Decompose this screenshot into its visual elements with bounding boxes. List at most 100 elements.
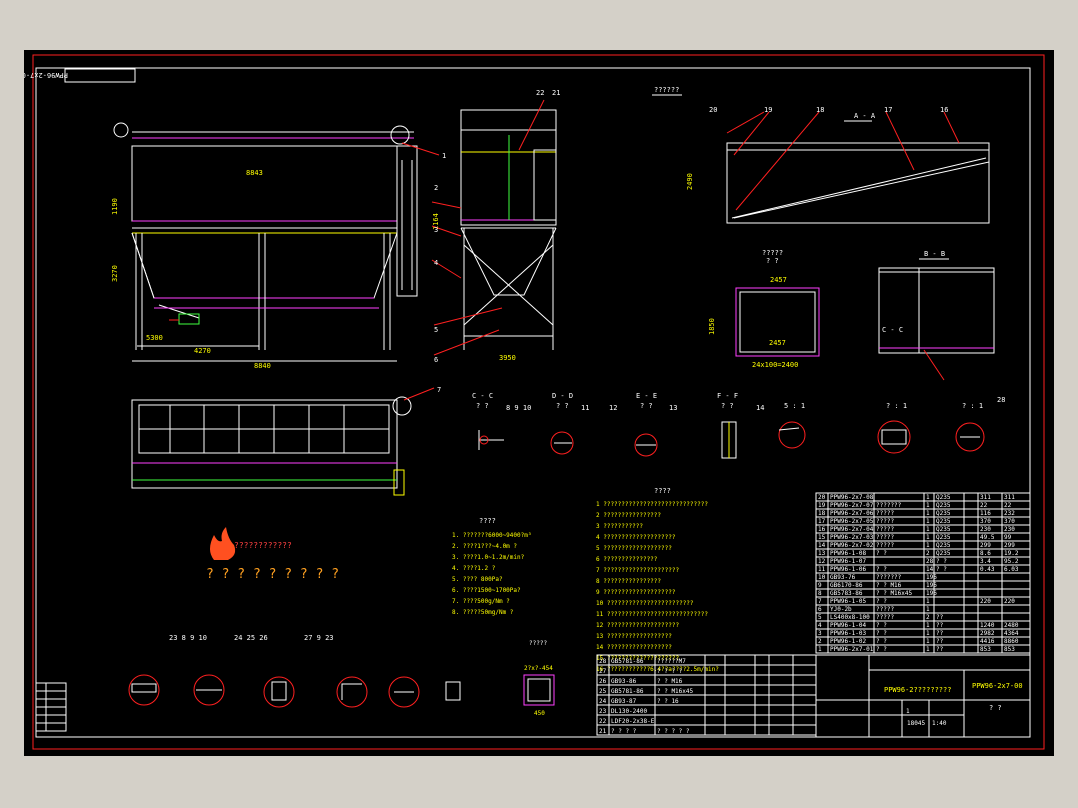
svg-text:11: 11 [581, 404, 589, 412]
dim-3950: 3950 [499, 354, 516, 362]
table-cell: PPW96-2x7-01 [830, 646, 874, 653]
front-elevation[interactable]: 8843 4270 8840 5300 1190 3270 [111, 122, 418, 370]
table-cell: 1 [926, 502, 930, 509]
plan-view[interactable]: 7 [131, 386, 441, 496]
table-cell: 853 [980, 646, 991, 653]
table-cell: 2480 [1004, 622, 1019, 629]
table-cell: 12 [818, 558, 826, 565]
table-cell: PPW96-1-05 [830, 598, 867, 605]
drawing-canvas[interactable]: PPW96-2x7-00 8843 4270 8840 5300 [17, 50, 1054, 756]
svg-text:C - C: C - C [472, 392, 493, 400]
bottom-details[interactable]: 23 8 9 10 24 25 26 27 9 23 ????? 2?x?-45… [128, 634, 555, 717]
table-cell: ? ? M16x45 [657, 688, 694, 695]
section-aa[interactable]: A - A 20 19 18 17 16 ?????? 2490 [652, 86, 990, 224]
svg-text:14: 14 [756, 404, 764, 412]
brand-red-text: ???????????? [234, 541, 292, 550]
side-elevation[interactable]: 3950 1164 [432, 109, 557, 362]
svg-text:D - D: D - D [552, 392, 573, 400]
svg-text:17: 17 [884, 106, 892, 114]
table-cell: 311 [980, 494, 991, 501]
table-cell: 14 [926, 566, 934, 573]
svg-text:1850: 1850 [708, 318, 716, 335]
table-cell: 299 [980, 542, 991, 549]
table-cell: 8.6 [980, 550, 991, 557]
svg-text:9 ????????????????????: 9 ???????????????????? [596, 589, 676, 596]
mark-side-dim: 1164 [432, 213, 440, 230]
svg-text:1:40: 1:40 [932, 720, 947, 727]
svg-text:23 8 9 10: 23 8 9 10 [169, 634, 207, 642]
svg-text:7 ?????????????????????: 7 ????????????????????? [596, 567, 679, 574]
table-cell: 13 [818, 550, 826, 557]
svg-text:6: 6 [434, 356, 438, 364]
table-cell: 299 [1004, 542, 1015, 549]
svg-text:F - F: F - F [717, 392, 738, 400]
table-cell: ? ? M16 [657, 678, 683, 685]
table-cell: 1 [926, 598, 930, 605]
table-cell: 220 [980, 598, 991, 605]
table-cell: 28 [599, 658, 607, 665]
svg-text:? ?: ? ? [640, 402, 653, 410]
table-cell: PPW96-1-04 [830, 622, 867, 629]
table-row[interactable]: 27? ? ? ? [599, 668, 683, 675]
cad-drawing-svg[interactable]: PPW96-2x7-00 8843 4270 8840 5300 [17, 50, 1054, 756]
table-cell: 1240 [980, 622, 995, 629]
svg-text:24x100=2400: 24x100=2400 [752, 361, 798, 369]
table-cell: ? ? 16 [657, 698, 679, 705]
spec-list: ???? 1. ???????6000~9400?m³ 2. ????1???~… [452, 517, 531, 616]
outer-frame [32, 54, 1045, 750]
table-cell: ????? [876, 542, 894, 549]
table-cell: ?? [936, 614, 944, 621]
table-cell: ? ? [876, 598, 887, 605]
table-cell: ? ? M16x45 [876, 590, 913, 597]
dim-4270: 4270 [194, 347, 211, 355]
table-cell: 22 [980, 502, 988, 509]
table-cell: ????? [876, 518, 894, 525]
table-cell: ? ? ? ? ? [657, 728, 690, 735]
table-cell: PPW96-1-08 [830, 550, 867, 557]
title-block[interactable]: PPW96-2????????? PPW96-2x7-00 ? ? 1 1804… [815, 654, 1031, 738]
svg-text:8. ?????50mg/Nm ?: 8. ?????50mg/Nm ? [452, 609, 514, 616]
brand-orange-text: ? ? ? ? ? ? ? ? ? [206, 567, 339, 582]
table-row[interactable]: 21? ? ? ?? ? ? ? ? [599, 728, 690, 735]
table-cell: Q235 [936, 510, 951, 517]
brand-mark: ???????????? ? ? ? ? ? ? ? ? ? [206, 527, 339, 582]
cross-section[interactable]: ????? ? ? 2457 2457 24x100=2400 1850 [708, 249, 820, 369]
table-cell: GB6170-86 [830, 582, 863, 589]
mark-8843: 8843 [246, 169, 263, 177]
table-cell: 99 [1004, 534, 1012, 541]
section-bb[interactable]: B - B C - C [878, 250, 995, 381]
flipped-title: PPW96-2x7-00 [24, 71, 68, 79]
detail-row[interactable]: C - C? ? D - D? ? E - E? ? F - F? ? 5 : … [472, 392, 1005, 459]
dim-5300: 5300 [146, 334, 163, 342]
table-cell: 21 [599, 728, 607, 735]
svg-text:450: 450 [534, 710, 545, 717]
